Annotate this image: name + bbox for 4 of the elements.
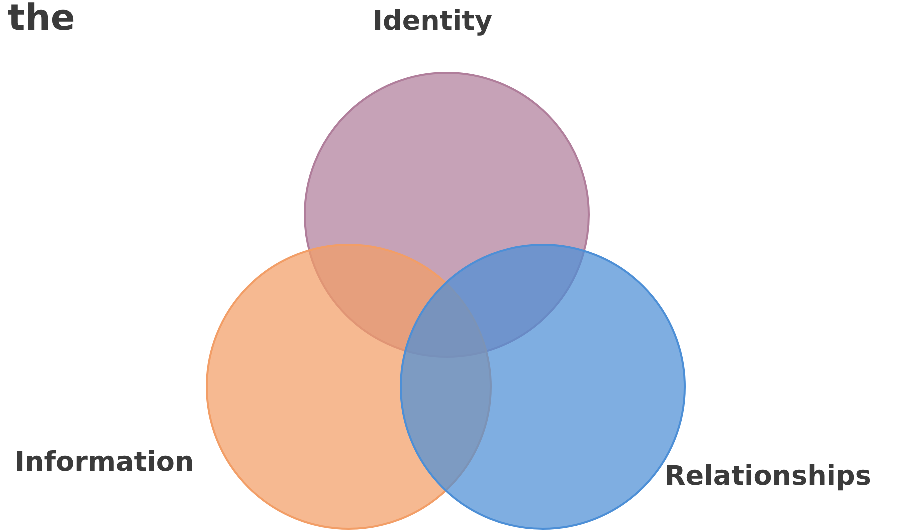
set-label: Information bbox=[15, 447, 194, 478]
set-label: Identity bbox=[373, 6, 493, 37]
set-label: Relationships bbox=[665, 461, 872, 492]
heading-fragment: the bbox=[8, 0, 76, 39]
